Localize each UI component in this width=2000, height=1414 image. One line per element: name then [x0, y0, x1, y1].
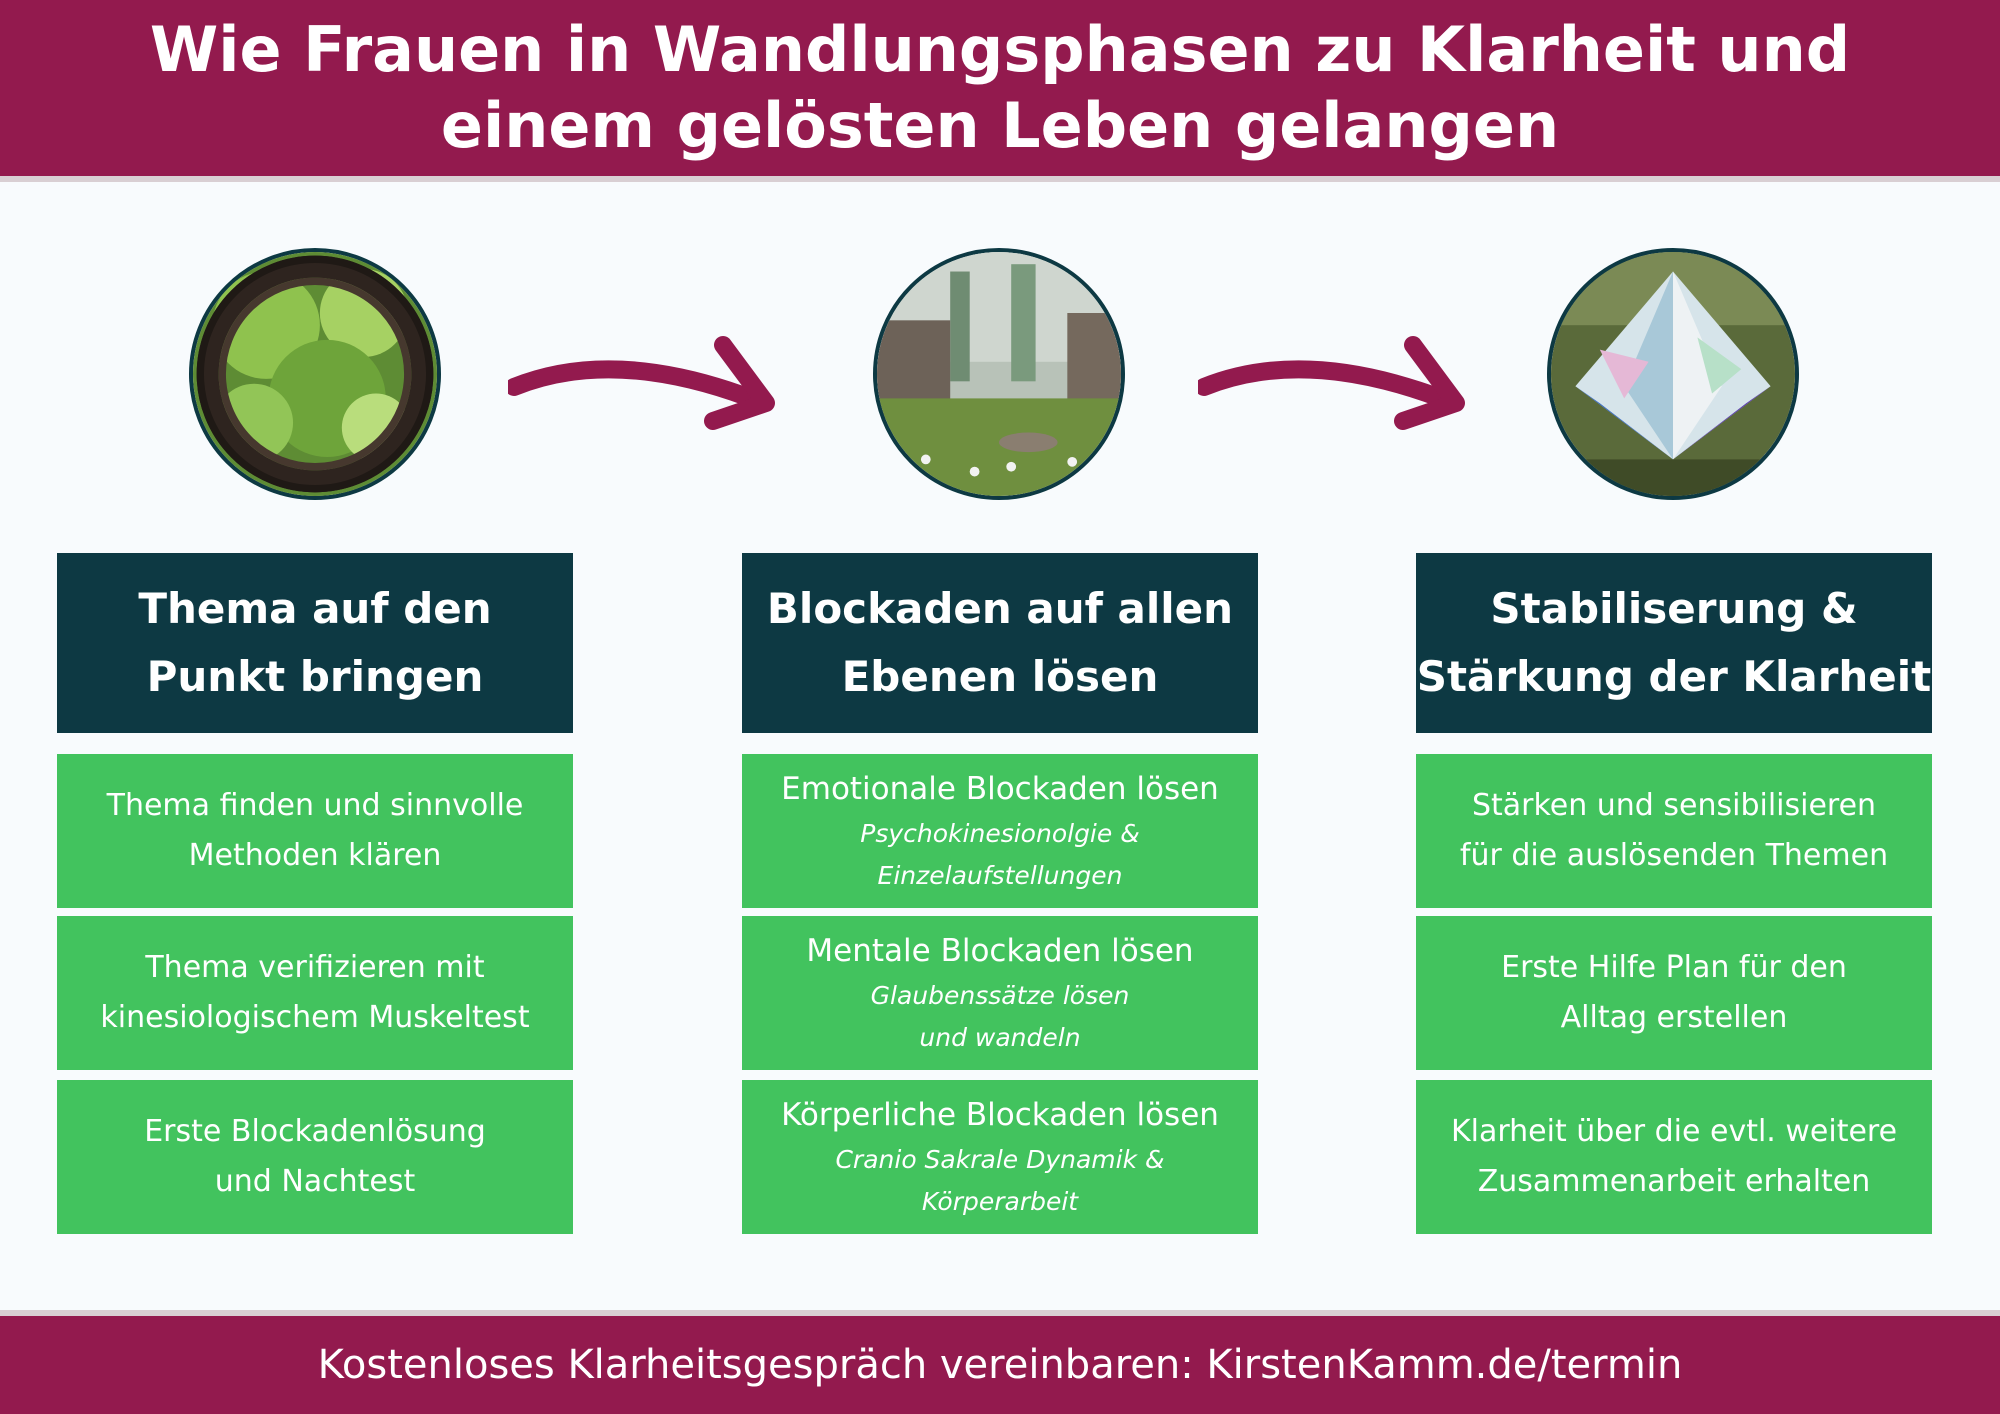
column-3-step-3: Klarheit über die evtl. weitere Zusammen… — [1416, 1080, 1932, 1234]
column-3-step-2: Erste Hilfe Plan für den Alltag erstelle… — [1416, 916, 1932, 1070]
column-1-title-line-1: Thema auf den — [138, 584, 492, 633]
step-text-line-1: Klarheit über die evtl. weitere — [1450, 1114, 1898, 1149]
arrow-right-icon — [1198, 336, 1465, 430]
step-sub-text-line-2: Einzelaufstellungen — [877, 861, 1123, 890]
stone-ruins-meadow-photo — [873, 248, 1125, 500]
arrow-right-icon — [508, 336, 775, 430]
step-sub-text-line-1: Psychokinesionolgie & — [860, 819, 1140, 848]
column-2-step-2: Mentale Blockaden lösen Glaubenssätze lö… — [742, 916, 1258, 1070]
step-text-line-1: Erste Hilfe Plan für den — [1501, 950, 1847, 985]
column-1-step-1: Thema finden und sinnvolle Methoden klär… — [57, 754, 573, 908]
column-2-step-3: Körperliche Blockaden lösen Cranio Sakra… — [742, 1080, 1258, 1234]
column-2-title-line-1: Blockaden auf allen — [766, 584, 1234, 633]
step-text-line-1: Erste Blockadenlösung — [144, 1114, 486, 1149]
step-text-line-2: für die auslösenden Themen — [1459, 838, 1889, 873]
page-header: Wie Frauen in Wandlungsphasen zu Klarhei… — [0, 0, 2000, 182]
step-text-line-1: Thema verifizieren mit — [145, 950, 485, 985]
step-main-text: Körperliche Blockaden lösen — [781, 1097, 1219, 1133]
step-text-line-2: kinesiologischem Muskeltest — [100, 1000, 530, 1035]
column-2-step-1: Emotionale Blockaden lösen Psychokinesio… — [742, 754, 1258, 908]
step-sub-text-line-1: Glaubenssätze lösen — [870, 981, 1130, 1010]
column-3-title-line-2: Stärkung der Klarheit — [1416, 652, 1932, 701]
footer-banner: Kostenloses Klarheitsgespräch vereinbare… — [0, 1310, 2000, 1414]
step-text-line-2: Zusammenarbeit erhalten — [1477, 1164, 1871, 1199]
column-1-step-2: Thema verifizieren mit kinesiologischem … — [57, 916, 573, 1070]
column-3-title-line-1: Stabiliserung & — [1490, 584, 1858, 633]
column-1-step-3: Erste Blockadenlösung und Nachtest — [57, 1080, 573, 1234]
column-1-title-line-2: Punkt bringen — [146, 652, 484, 701]
column-3-step-1: Stärken und sensibilisieren für die ausl… — [1416, 754, 1932, 908]
column-3-heading: Stabiliserung & Stärkung der Klarheit — [1416, 553, 1932, 733]
step-text-line-2: Alltag erstellen — [1560, 1000, 1788, 1035]
step-main-text: Mentale Blockaden lösen — [806, 933, 1194, 969]
column-2-heading: Blockaden auf allen Ebenen lösen — [742, 553, 1258, 733]
footer-link-text[interactable]: Kostenloses Klarheitsgespräch vereinbare… — [317, 1342, 1683, 1388]
step-sub-text-line-1: Cranio Sakrale Dynamik & — [835, 1145, 1165, 1174]
step-text-line-2: und Nachtest — [214, 1164, 416, 1199]
step-text-line-2: Methoden klären — [188, 838, 442, 873]
woven-branch-ring-photo — [189, 248, 441, 500]
column-1-heading: Thema auf den Punkt bringen — [57, 553, 573, 733]
crystal-diamond-photo — [1547, 248, 1799, 500]
step-main-text: Emotionale Blockaden lösen — [781, 771, 1219, 807]
step-text-line-1: Thema finden und sinnvolle — [106, 788, 524, 823]
step-sub-text-line-2: und wandeln — [919, 1023, 1081, 1052]
page-title-line-1: Wie Frauen in Wandlungsphasen zu Klarhei… — [149, 13, 1851, 86]
column-2-title-line-2: Ebenen lösen — [841, 652, 1159, 701]
step-text-line-1: Stärken und sensibilisieren — [1471, 788, 1877, 823]
page-title-line-2: einem gelösten Leben gelangen — [440, 89, 1560, 162]
step-sub-text-line-2: Körperarbeit — [921, 1187, 1079, 1216]
